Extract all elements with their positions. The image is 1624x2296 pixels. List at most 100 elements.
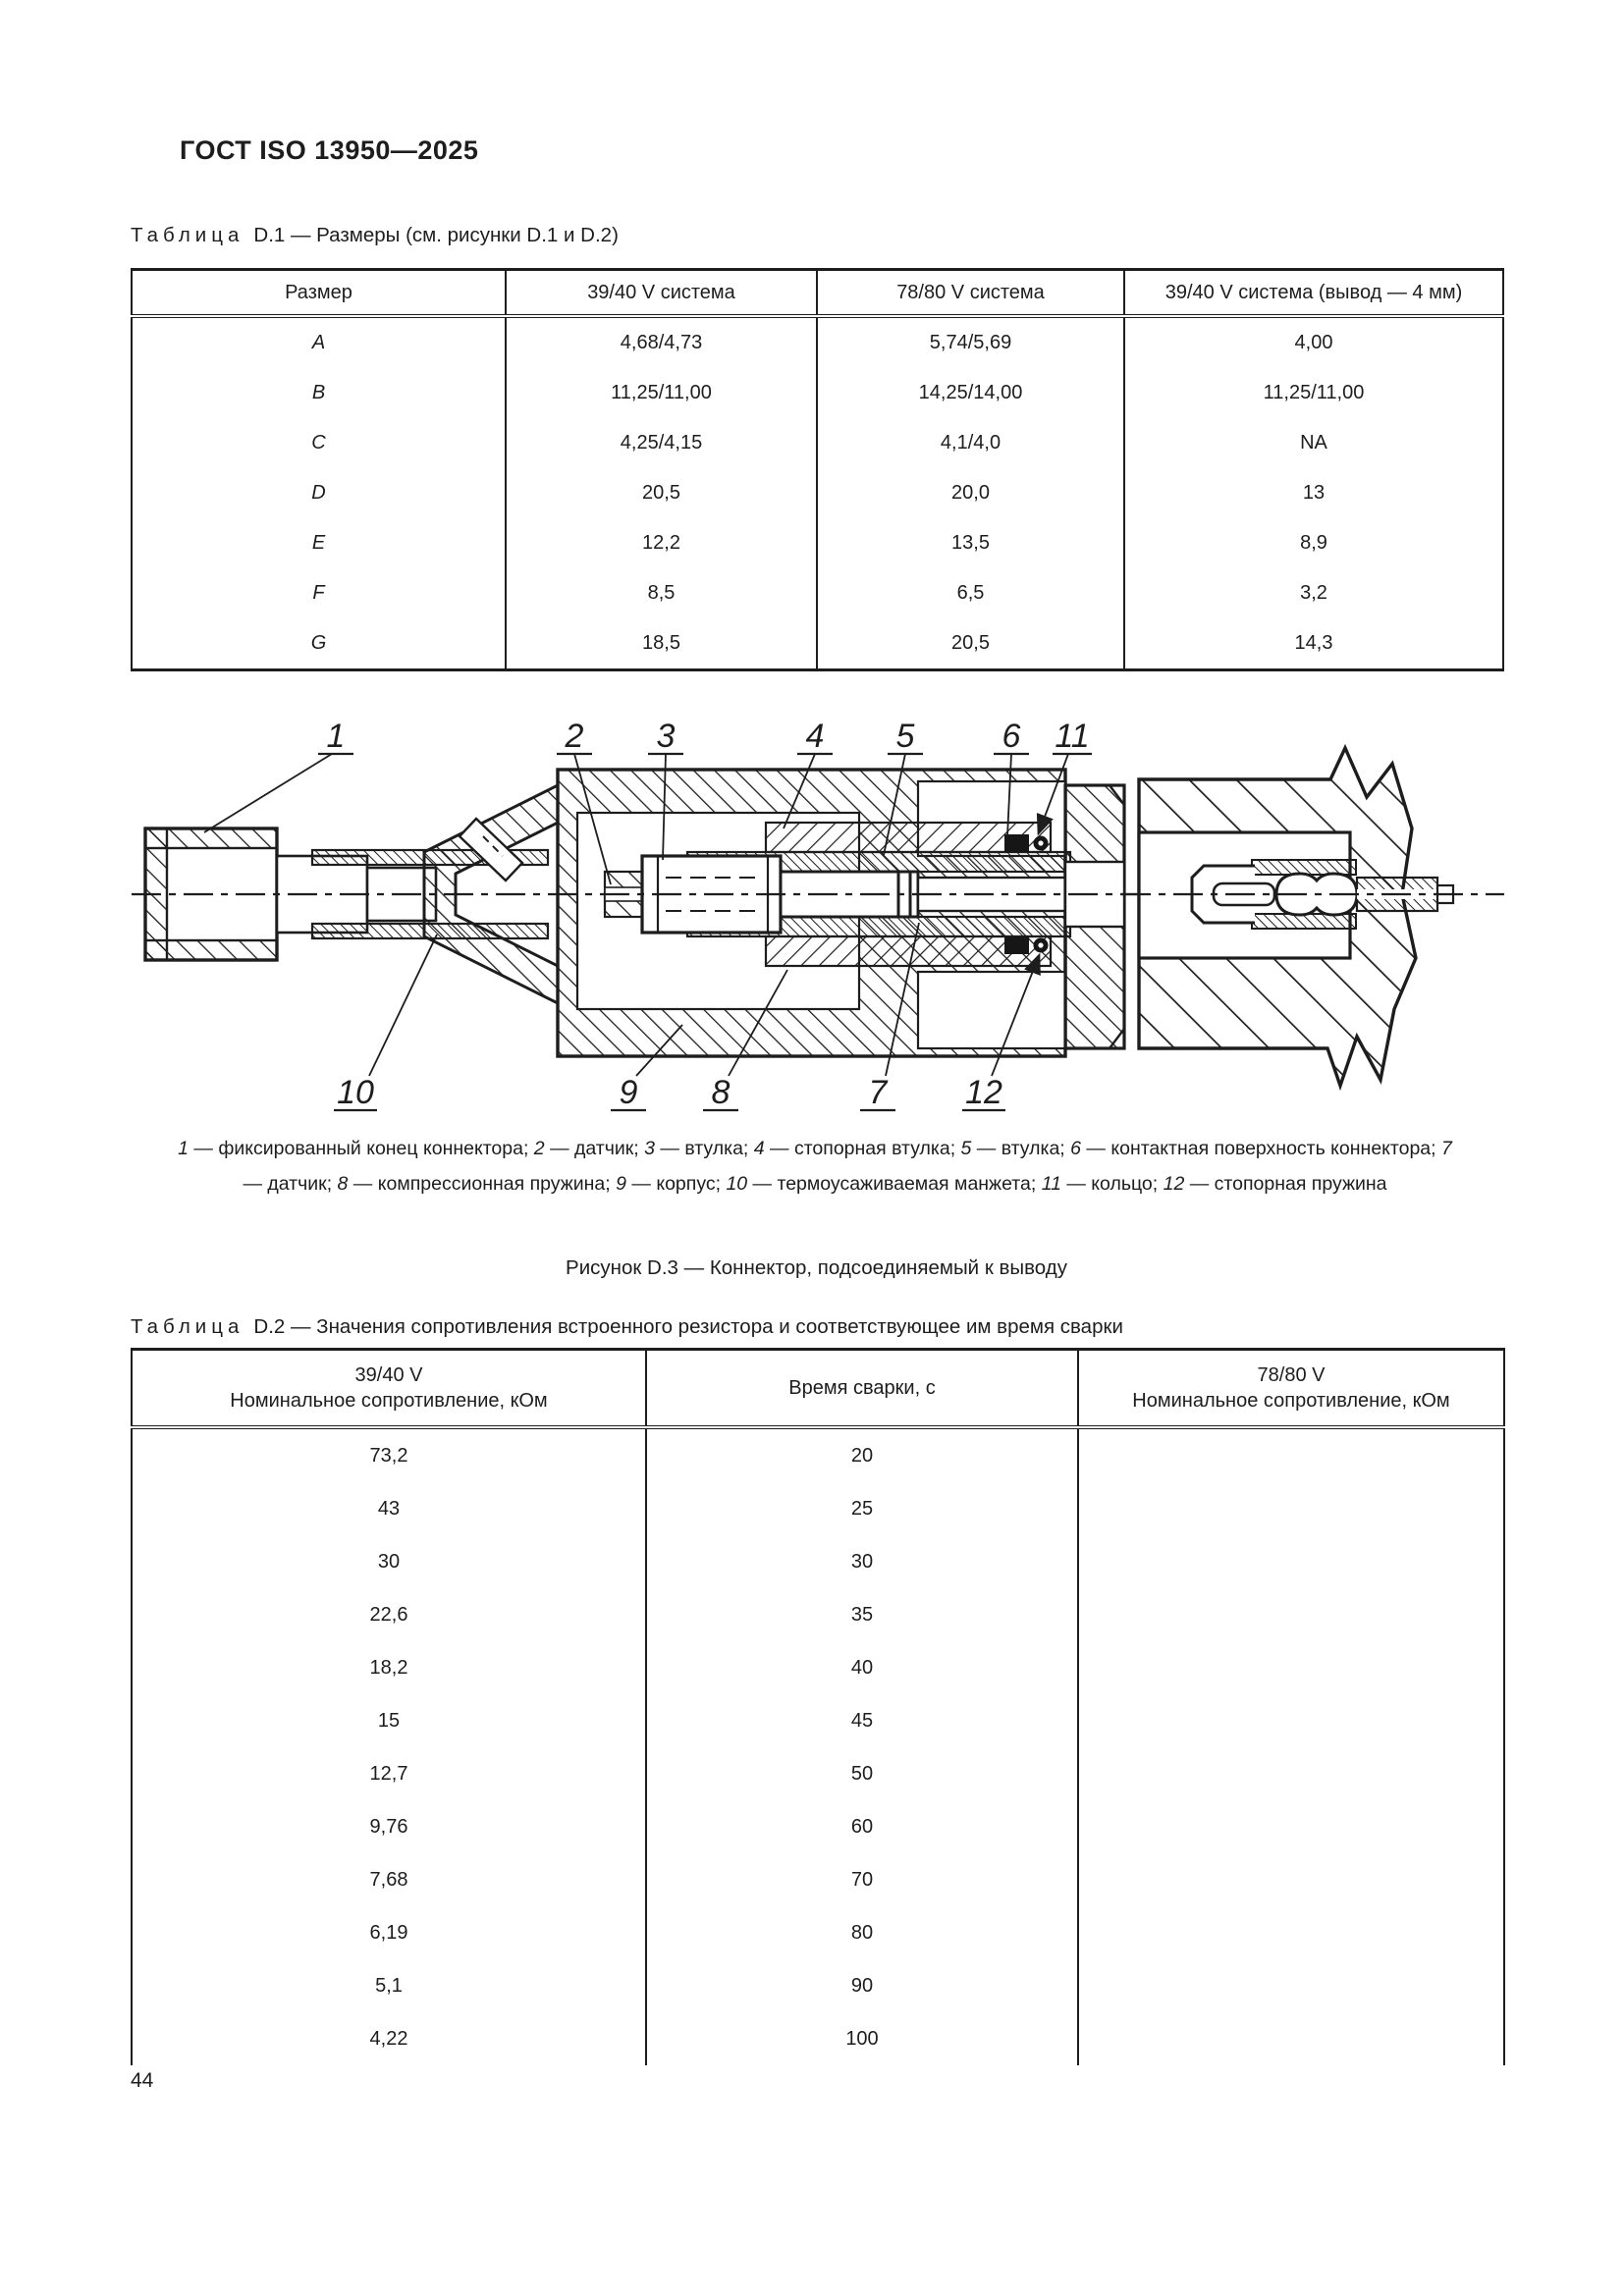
connector-cross-section-drawing: 1 2 3 4 5 (132, 718, 1504, 1112)
standard-designation: ГОСТ ISO 13950—2025 (180, 135, 479, 165)
table-cell: 18,2 (131, 1641, 647, 1694)
table-cell: 20,0 (816, 468, 1125, 518)
table-cell: 30 (645, 1535, 1079, 1588)
svg-text:1: 1 (327, 718, 346, 755)
compression-spring (764, 821, 1053, 968)
table-cell: 14,25/14,00 (816, 368, 1125, 418)
table-cell: B (131, 368, 507, 418)
table-cell: NA (1123, 418, 1504, 468)
page-number: 44 (131, 2069, 154, 2092)
header-row: 39/40 V Номинальное сопротивление, кОм В… (131, 1348, 1505, 1429)
header-line: Номинальное сопротивление, кОм (1132, 1390, 1450, 1412)
table-cell: 60 (645, 1800, 1079, 1853)
callout-4: 4 (783, 718, 833, 829)
table-cell: 22,6 (131, 1588, 647, 1641)
table-cell: 18,5 (505, 618, 818, 670)
svg-text:11: 11 (1055, 718, 1089, 755)
table-cell: 11,25/11,00 (1123, 368, 1504, 418)
table-cell: 4,22 (131, 2012, 647, 2065)
table-d2-label: Таблица (131, 1315, 244, 1338)
table-cell: 5,74/5,69 (816, 316, 1125, 368)
column-header: Время сварки, с (645, 1348, 1079, 1429)
column-header: 78/80 V система (816, 268, 1125, 318)
header-line: Время сварки, с (788, 1377, 936, 1399)
callout-6: 6 (994, 718, 1029, 837)
bushing-sleeve (685, 850, 1072, 938)
table-cell: 4,00 (1123, 316, 1504, 368)
table-cell (1077, 1427, 1505, 1482)
callout-8: 8 (703, 969, 788, 1112)
table-cell: G (131, 618, 507, 670)
table-cell (1077, 1747, 1505, 1800)
table-cell (1077, 1800, 1505, 1853)
table-cell (1077, 2012, 1505, 2065)
table-cell: 73,2 (131, 1427, 647, 1482)
table-cell: 4,1/4,0 (816, 418, 1125, 468)
column-header: Размер (131, 268, 507, 318)
table-cell (1077, 1588, 1505, 1641)
svg-text:2: 2 (565, 718, 584, 755)
table-cell: 70 (645, 1853, 1079, 1906)
table-cell: 13,5 (816, 518, 1125, 568)
callout-9: 9 (611, 1024, 683, 1112)
table-cell: 35 (645, 1588, 1079, 1641)
table-cell: 80 (645, 1906, 1079, 1959)
table-cell (1077, 1535, 1505, 1588)
svg-text:5: 5 (896, 718, 915, 755)
resistance-table-header: 39/40 V Номинальное сопротивление, кОм В… (131, 1348, 1505, 1429)
table-cell (1077, 1906, 1505, 1959)
table-cell (1077, 1853, 1505, 1906)
svg-text:7: 7 (869, 1074, 889, 1111)
header-line: 39/40 V (354, 1364, 423, 1386)
table-cell: 6,19 (131, 1906, 647, 1959)
table-cell: 43 (131, 1482, 647, 1535)
svg-text:4: 4 (806, 718, 825, 755)
table-cell: 25 (645, 1482, 1079, 1535)
callout-5: 5 (883, 718, 923, 856)
callout-12: 12 (962, 952, 1041, 1112)
svg-text:9: 9 (620, 1074, 638, 1111)
svg-text:12: 12 (965, 1074, 1002, 1111)
table-cell: 12,2 (505, 518, 818, 568)
dimensions-table-header: Размер 39/40 V система 78/80 V система 3… (131, 268, 1504, 318)
callout-1: 1 (203, 718, 353, 833)
callout-10: 10 (334, 934, 438, 1112)
table-cell: 50 (645, 1747, 1079, 1800)
callouts: 1 2 3 4 5 (203, 718, 1092, 1112)
table-cell: F (131, 568, 507, 618)
figure-d3: 1 2 3 4 5 (128, 664, 1512, 1117)
table-d1-label: Таблица (131, 224, 244, 246)
callout-3: 3 (648, 718, 683, 861)
table-cell: 7,68 (131, 1853, 647, 1906)
table-d1-title-text: D.1 — Размеры (см. рисунки D.1 и D.2) (253, 224, 619, 246)
header-line: Номинальное сопротивление, кОм (230, 1390, 548, 1412)
table-cell: 6,5 (816, 568, 1125, 618)
figure-legend: 1 — фиксированный конец коннектора; 2 — … (178, 1138, 1452, 1195)
column-header: 39/40 V система (вывод — 4 мм) (1123, 268, 1504, 318)
callout-7: 7 (860, 922, 920, 1112)
table-cell (1077, 1641, 1505, 1694)
column-header: 39/40 V система (505, 268, 818, 318)
table-cell: 45 (645, 1694, 1079, 1747)
table-cell (1077, 1959, 1505, 2012)
table-cell: 8,9 (1123, 518, 1504, 568)
table-cell: 100 (645, 2012, 1079, 2065)
column-header: 78/80 V Номинальное сопротивление, кОм (1077, 1348, 1505, 1429)
table-cell: 14,3 (1123, 618, 1504, 670)
table-cell: 4,68/4,73 (505, 316, 818, 368)
table-cell: E (131, 518, 507, 568)
